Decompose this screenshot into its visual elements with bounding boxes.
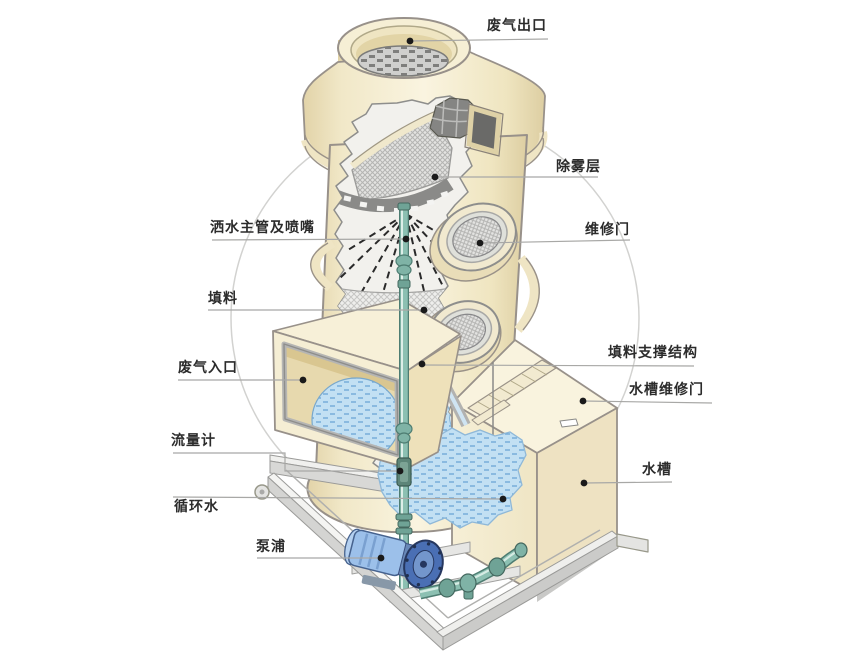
label-demister-layer: 除雾层: [556, 159, 601, 175]
label-circulating-water: 循环水: [174, 499, 219, 515]
tank-handle-slot: [559, 418, 579, 428]
waste-gas-inlet-duct: [272, 298, 462, 469]
label-packing-support: 填料支撑结构: [608, 345, 698, 361]
demister-layer: [334, 109, 454, 213]
pump: [344, 528, 444, 591]
label-flow-meter: 流量计: [171, 433, 216, 449]
label-water-tank: 水槽: [642, 462, 672, 478]
demister-lattice-chunk: [429, 97, 504, 157]
label-waste-gas-inlet: 废气入口: [178, 360, 238, 376]
label-maintenance-door: 维修门: [585, 222, 630, 238]
bottom-piping: [418, 542, 528, 600]
skid-lug-right: [616, 533, 649, 553]
upper-porthole: [429, 202, 518, 282]
label-tank-maintenance-door: 水槽维修门: [629, 382, 704, 398]
leader-lines: [172, 38, 713, 559]
label-spray-header-nozzles: 洒水主管及喷嘴: [210, 220, 315, 236]
label-waste-gas-outlet: 废气出口: [487, 18, 547, 34]
spray-main-pipe: [395, 202, 413, 598]
tank-hatch: [467, 359, 557, 426]
label-packing: 填料: [208, 291, 238, 307]
outlet-grate: [357, 45, 449, 77]
label-pump: 泵浦: [256, 539, 286, 555]
leader-dots: [299, 37, 588, 562]
